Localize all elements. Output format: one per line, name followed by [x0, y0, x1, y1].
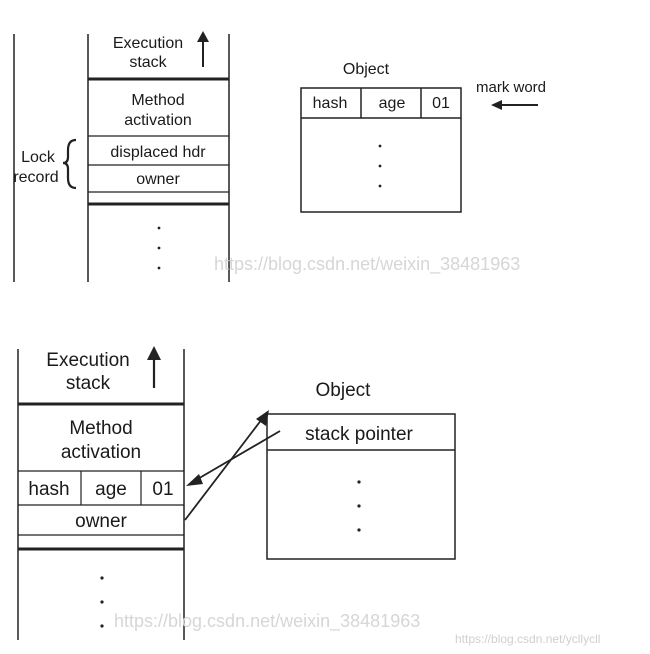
bottom-method-line2: activation [61, 442, 141, 463]
top-lock-bits: 01 [432, 95, 450, 112]
pointer-object-to-stack [186, 430, 281, 486]
stack-pointer: stack pointer [305, 424, 413, 445]
ellipsis-icon [378, 144, 382, 188]
ellipsis-icon [357, 480, 361, 532]
left-arrow-icon [491, 100, 538, 110]
ellipsis-icon [157, 226, 161, 270]
up-arrow-icon [197, 31, 209, 67]
bottom-object: Object stack pointer [266, 380, 456, 560]
bottom-object-box [266, 413, 456, 560]
bottom-age: age [95, 479, 127, 500]
watermark-top: https://blog.csdn.net/weixin_38481963 [214, 254, 520, 275]
top-object-box [300, 87, 462, 213]
bottom-lock-bits: 01 [152, 479, 173, 500]
ellipsis-icon [100, 576, 104, 628]
bottom-method-line1: Method [69, 418, 132, 439]
up-arrow-icon [147, 346, 161, 388]
top-execution-stack: Execution stack Method activation displa… [87, 31, 230, 282]
lock-record-line1: Lock [21, 149, 56, 166]
top-object-title: Object [343, 61, 390, 78]
curly-brace-icon [62, 138, 77, 190]
bottom-object-title: Object [316, 380, 372, 401]
top-age: age [379, 95, 406, 112]
top-displaced-hdr: displaced hdr [110, 144, 206, 161]
top-hash: hash [313, 95, 348, 112]
top-stack-title-line2: stack [129, 54, 167, 71]
pointer-owner-to-object [184, 410, 269, 521]
top-object: Object hash age 01 [300, 61, 462, 213]
bottom-hash: hash [28, 479, 69, 500]
bottom-execution-stack: Execution stack Method activation hash a… [17, 346, 185, 640]
bottom-diagram: Execution stack Method activation hash a… [17, 346, 600, 646]
lock-record-line2: record [13, 169, 58, 186]
mark-word-label: mark word [476, 79, 546, 96]
watermark-corner: https://blog.csdn.net/ycllycll [455, 632, 600, 646]
top-diagram: Execution stack Method activation displa… [13, 31, 546, 282]
top-owner: owner [136, 171, 180, 188]
bottom-owner: owner [75, 511, 127, 532]
bottom-stack-title-line2: stack [66, 373, 111, 394]
top-method-line2: activation [124, 112, 192, 129]
watermark-bottom: https://blog.csdn.net/weixin_38481963 [114, 611, 420, 632]
bottom-stack-title-line1: Execution [46, 350, 129, 371]
top-stack-title-line1: Execution [113, 35, 183, 52]
top-method-line1: Method [131, 92, 184, 109]
